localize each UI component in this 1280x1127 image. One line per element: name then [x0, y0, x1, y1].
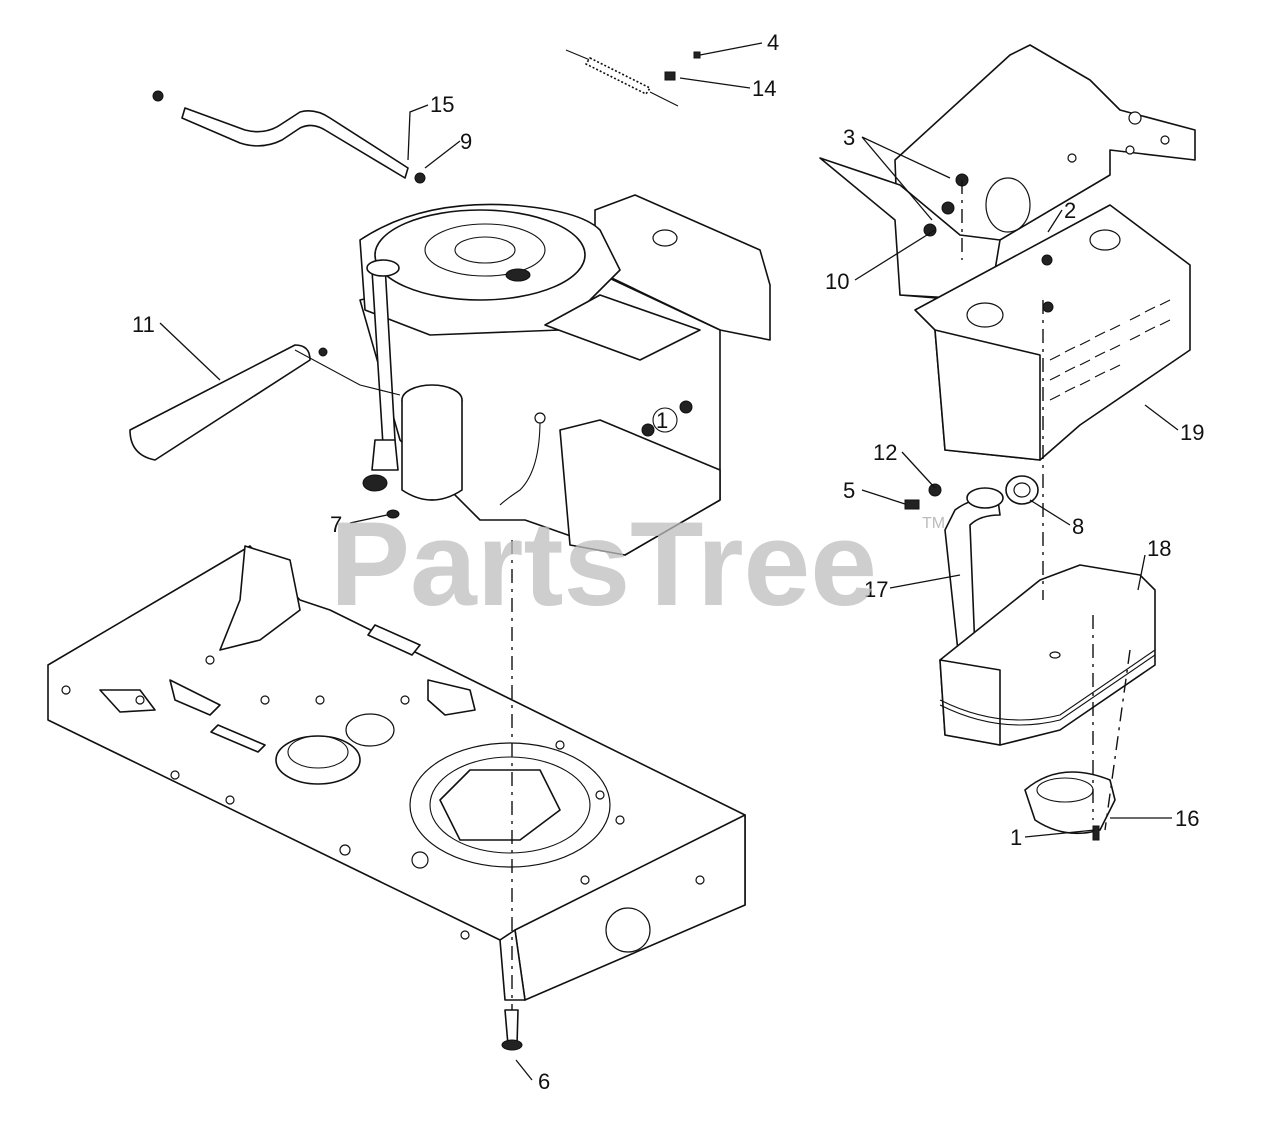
- callout-1: 1: [1010, 825, 1022, 850]
- callout-18: 17: [864, 577, 888, 602]
- alignment-lines: [511, 180, 1131, 1030]
- engine: 1: [359, 194, 771, 556]
- callout-19: 19: [1180, 420, 1204, 445]
- bolt-6: [501, 1009, 523, 1051]
- watermark-trademark: TM: [922, 515, 945, 532]
- callout-15: 15: [430, 92, 454, 117]
- engine-marker-label: 1: [656, 408, 668, 433]
- choke-rod: [152, 90, 426, 184]
- callout-10: 10: [825, 269, 849, 294]
- muffler: [939, 564, 1156, 746]
- watermark-text: PartsTree: [330, 497, 877, 631]
- chassis-frame: [47, 545, 746, 1001]
- callout-17: 18: [1147, 536, 1171, 561]
- callout-9: 9: [460, 129, 472, 154]
- heat-shield: [914, 204, 1191, 461]
- callout-8: 8: [1072, 514, 1084, 539]
- heat-shield-bracket: [819, 44, 1196, 301]
- callout-14: 14: [752, 76, 776, 101]
- callout-2: 2: [1064, 198, 1076, 223]
- throttle-cable: [129, 344, 401, 461]
- callout-16: 16: [1175, 806, 1199, 831]
- callout-12: 12: [873, 440, 897, 465]
- governor-spring: [565, 49, 701, 107]
- callout-11: 11: [132, 312, 155, 337]
- callout-3: 3: [843, 125, 855, 150]
- heat-shield-vents: [1049, 299, 1171, 401]
- callout-6: 6: [538, 1069, 550, 1094]
- exhaust-deflector: [1024, 771, 1116, 835]
- nut-7: [386, 509, 400, 519]
- callout-labels: 4 14 15 9 11 3 2 10 19 12 5 8 18 17 16 1…: [132, 30, 1204, 1094]
- bolt-1: [1092, 825, 1100, 841]
- callout-7: 7: [330, 512, 342, 537]
- callout-5: 5: [843, 478, 855, 503]
- leader-lines: [159, 42, 1179, 1081]
- callout-4: 4: [767, 30, 779, 55]
- exhaust-gasket: [1005, 475, 1039, 505]
